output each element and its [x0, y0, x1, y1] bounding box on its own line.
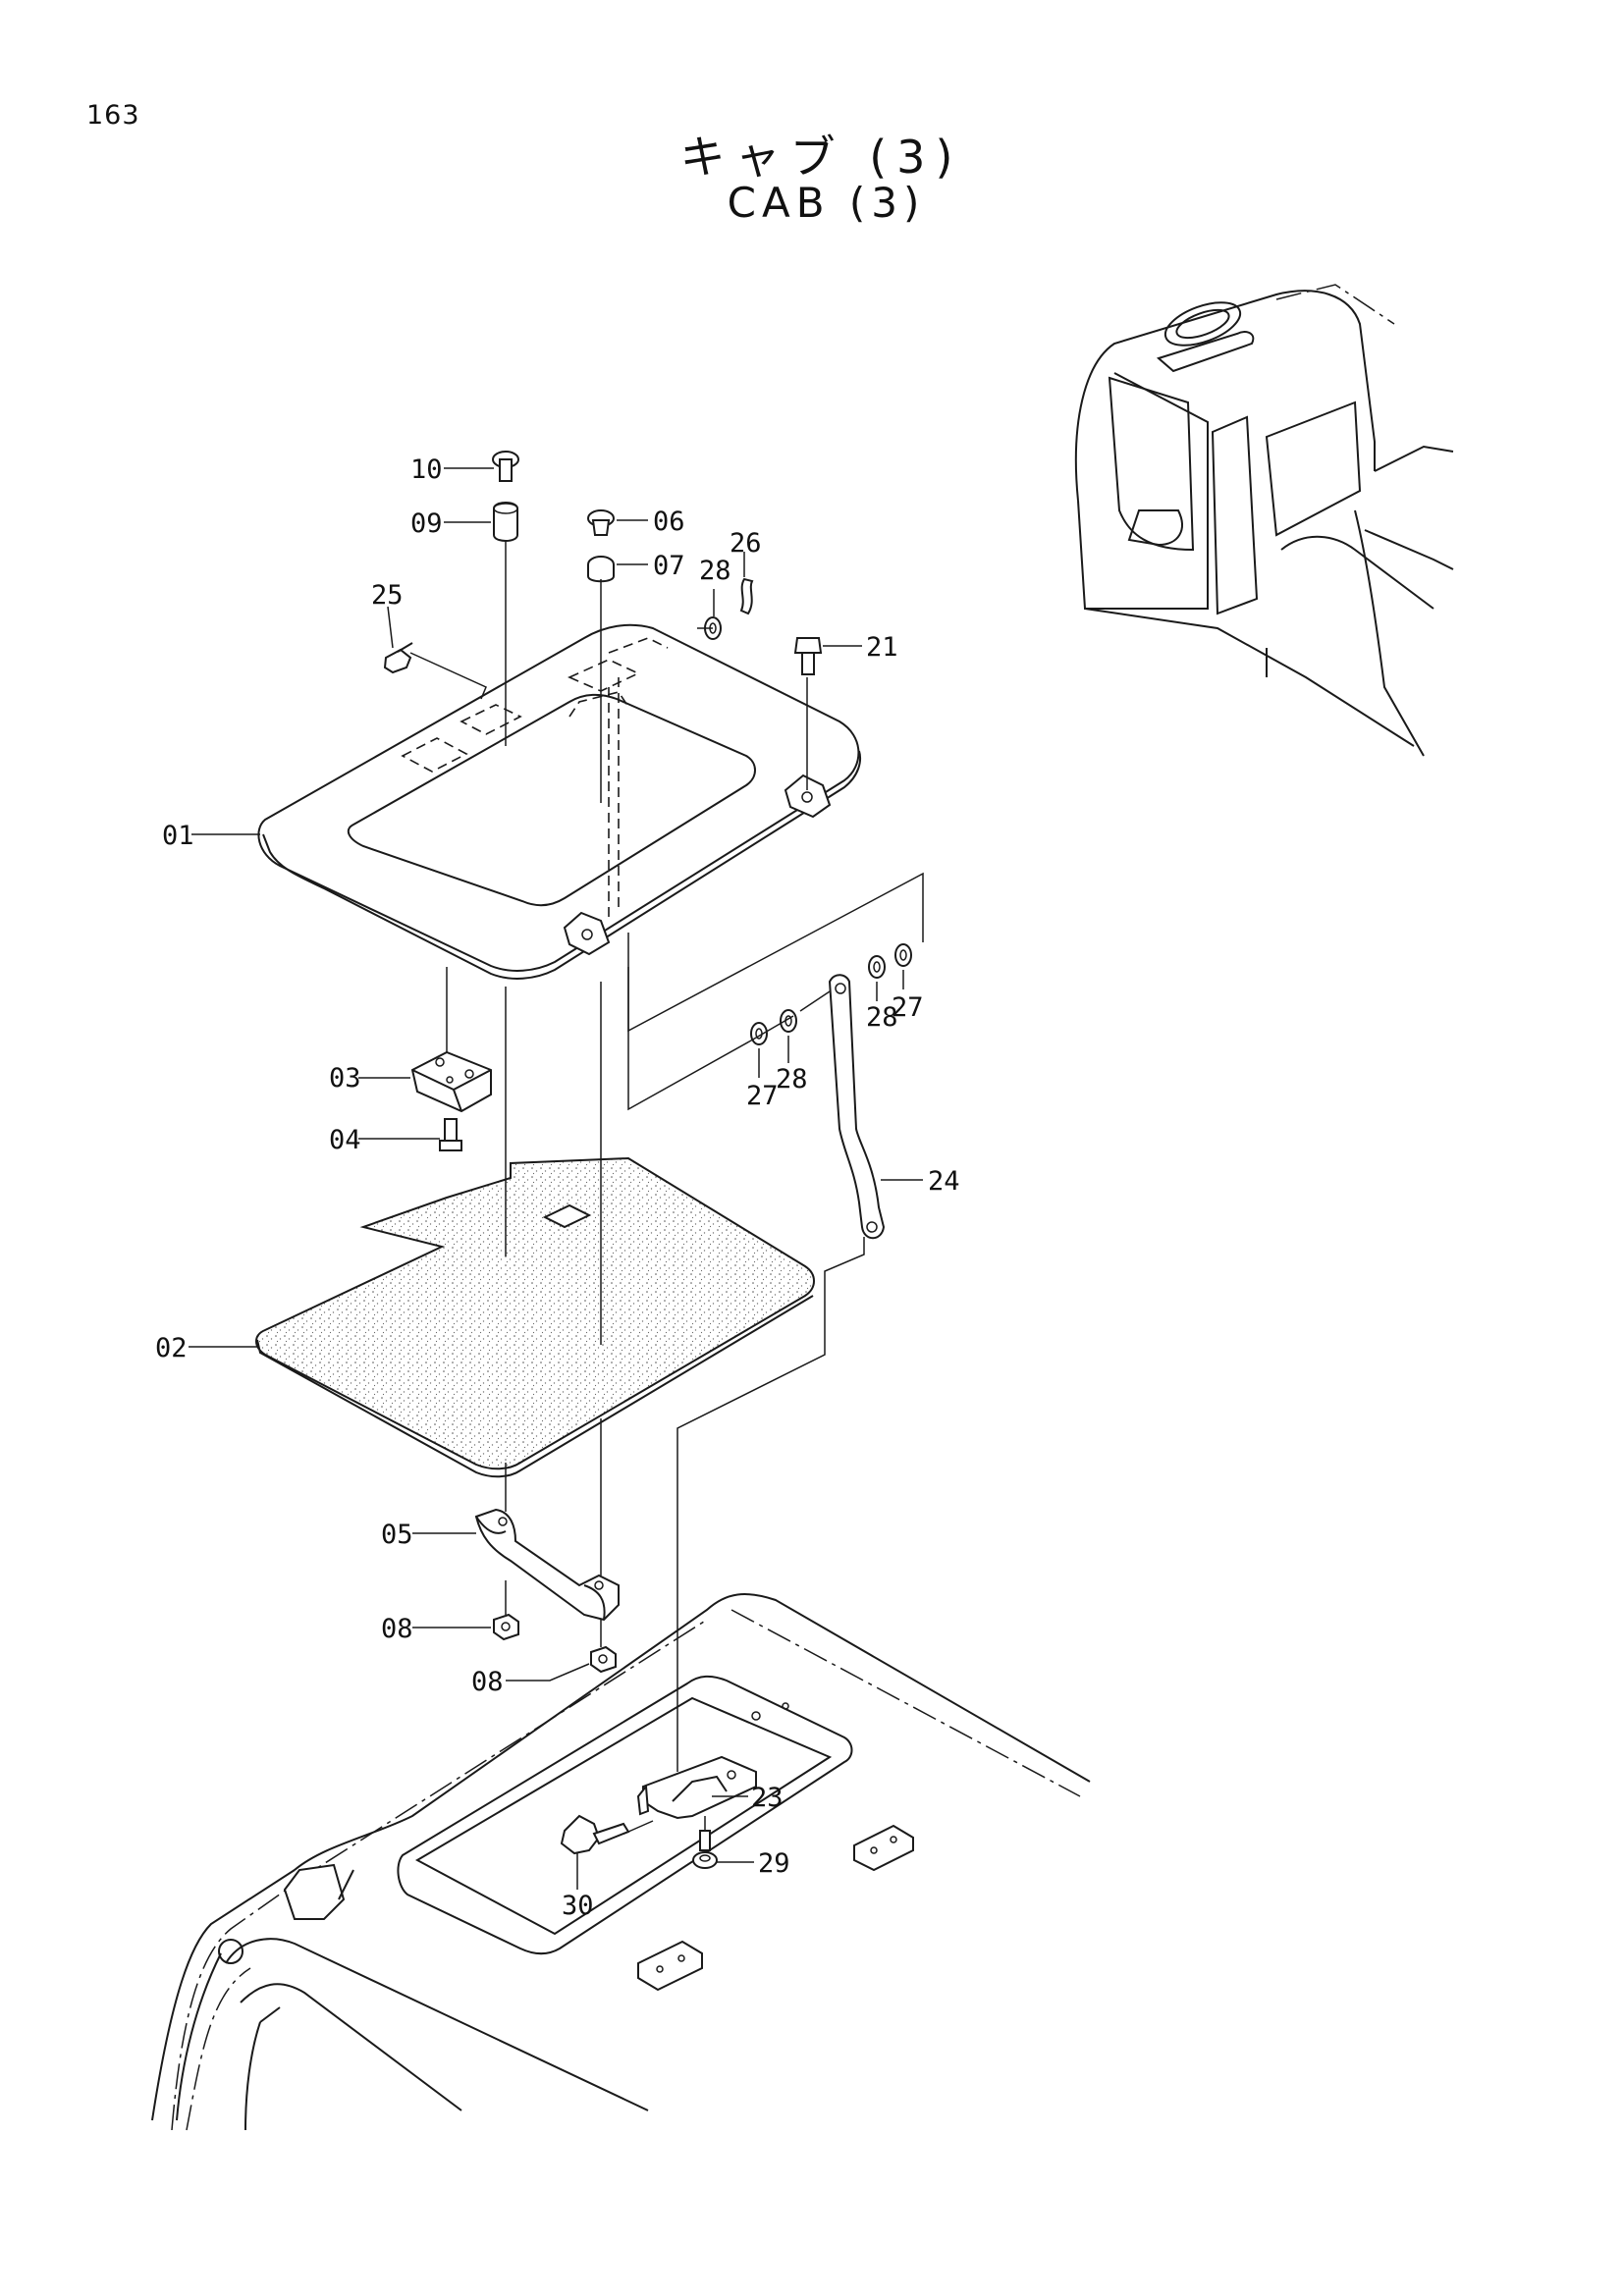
- callout-29: 29: [758, 1848, 790, 1879]
- title-japanese: キャブ (3): [679, 131, 963, 184]
- callout-28: 28: [776, 1064, 808, 1095]
- leader-lines: [189, 467, 923, 1890]
- part-10-screw: [492, 451, 519, 482]
- callout-26: 26: [730, 528, 762, 559]
- callout-labels: 10 09 06 07 28 26 25 21 01 28 27 03 27 2…: [155, 454, 960, 1921]
- part-23-latch: [636, 1755, 757, 1820]
- callout-21: 21: [866, 632, 898, 663]
- part-08-nut: [493, 1613, 617, 1674]
- part-06-plug: [587, 509, 615, 536]
- part-05-handle: [474, 1508, 620, 1622]
- part-29-screw: [692, 1830, 718, 1869]
- part-01-hatch-cover: [257, 623, 862, 980]
- callout-30: 30: [562, 1891, 594, 1921]
- part-03-bracket: [410, 1050, 492, 1113]
- part-04-bolt: [439, 1118, 462, 1151]
- callout-28: 28: [866, 1002, 898, 1033]
- part-07-collar: [587, 556, 615, 583]
- callout-06: 06: [653, 507, 685, 537]
- callout-02: 02: [155, 1333, 188, 1363]
- callout-25: 25: [371, 580, 404, 611]
- part-21-bolt: [793, 637, 823, 675]
- callout-09: 09: [410, 508, 443, 539]
- callout-04: 04: [329, 1125, 361, 1155]
- callout-01: 01: [162, 821, 194, 851]
- cab-overview-inset: [1074, 284, 1454, 757]
- callout-24: 24: [928, 1166, 960, 1197]
- callout-08: 08: [471, 1667, 504, 1697]
- title-english: CAB (3): [727, 179, 926, 227]
- callout-28: 28: [699, 556, 731, 586]
- part-24-stay: [828, 974, 886, 1240]
- assembly-lines: [409, 540, 924, 1833]
- callout-03: 03: [329, 1063, 361, 1094]
- part-25-pin: [383, 642, 413, 674]
- part-09-spacer: [493, 502, 518, 542]
- part-26-clip: [739, 577, 754, 615]
- callout-27: 27: [892, 992, 924, 1023]
- callout-23: 23: [751, 1783, 784, 1813]
- cab-body: [151, 1593, 1091, 2131]
- part-02-mat: [255, 1156, 815, 1478]
- callout-07: 07: [653, 551, 685, 581]
- callout-05: 05: [381, 1520, 413, 1550]
- callout-10: 10: [410, 454, 443, 485]
- callout-08: 08: [381, 1614, 413, 1644]
- callout-27: 27: [746, 1081, 779, 1111]
- part-30-knob: [560, 1814, 630, 1855]
- page-number: 163: [86, 100, 140, 131]
